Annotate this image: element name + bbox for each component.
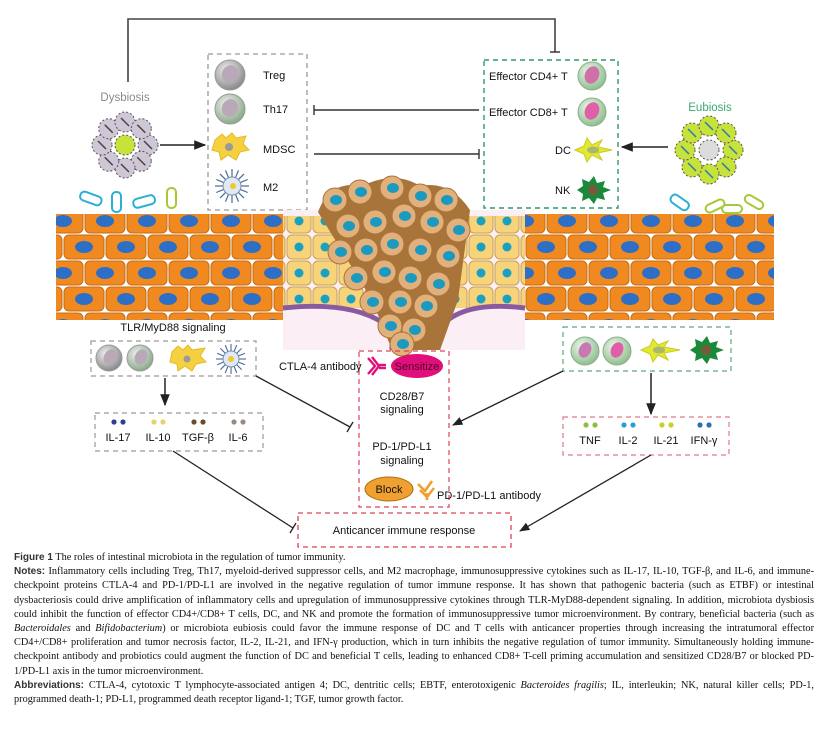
dysbiosis-label: Dysbiosis: [100, 92, 149, 104]
dysbiosis-bacteria-ring-icon: [91, 111, 159, 179]
dendritic-cell-icon: [573, 136, 613, 164]
cd4-t-cell-icon: [577, 61, 607, 91]
cd4-t-cell-icon: [570, 336, 600, 366]
cytokine-dot-icon: [668, 422, 674, 428]
suppressive-cell-label: Th17: [263, 104, 288, 116]
svg-text:Sensitize: Sensitize: [395, 361, 440, 373]
top-inhibition-connector: [127, 18, 560, 82]
pd1-antibody-icon: [417, 480, 436, 500]
suppressive-cell-label: M2: [263, 182, 278, 194]
cd28-b7-label: signaling: [380, 404, 423, 416]
effector-cell-label: NK: [555, 185, 571, 197]
cytokine-dot-icon: [231, 419, 237, 425]
svg-text:Block: Block: [376, 484, 403, 496]
caption-title: Figure 1 The roles of intestinal microbi…: [14, 552, 346, 563]
cytokine-dot-icon: [630, 422, 636, 428]
tlr-cells-box: [90, 340, 257, 377]
effector-cytokines-box: TNF IL-2 IL-21 IFN-γ: [562, 416, 730, 456]
dysbiosis-cluster: Dysbiosis: [79, 92, 207, 213]
cytokine-dot-icon: [111, 419, 117, 425]
microbiota-immunity-diagram: Dysbiosis Treg Th17 MDSC: [56, 18, 774, 548]
anticancer-response-box: Anticancer immune response: [297, 512, 512, 548]
cytokines-to-outcome-arrow: [519, 454, 652, 532]
eubiosis-cluster: Eubiosis: [620, 102, 765, 214]
mdsc-cell-icon: [169, 344, 208, 372]
tlr-myd88-label: TLR/MyD88 signaling: [120, 322, 225, 334]
cytokine-label: IL-6: [229, 432, 248, 444]
effector-to-checkpoint-arrow: [452, 370, 564, 426]
cytokine-dot-icon: [160, 419, 166, 425]
effector-cells-box: Effector CD4+ T Effector CD8+ T DC NK: [483, 59, 619, 209]
treg-cell-icon: [95, 344, 123, 372]
suppressive-cell-label: MDSC: [263, 144, 295, 156]
treg-cell-icon: [214, 59, 246, 91]
eubiosis-label: Eubiosis: [688, 102, 732, 114]
pd1-pdl1-label: PD-1/PD-L1: [372, 441, 431, 453]
cytokine-label: TNF: [579, 435, 601, 447]
m2-macrophage-icon: [215, 169, 249, 203]
cytokine-dot-icon: [621, 422, 627, 428]
ctla4-antibody-icon: [367, 356, 386, 376]
cytokine-label: IL-2: [619, 435, 638, 447]
cytokine-label: IFN-γ: [691, 435, 718, 447]
eubiosis-bacteria-ring-icon: [674, 115, 744, 185]
effector-cell-label: Effector CD8+ T: [489, 107, 568, 119]
effector-cell-label: Effector CD4+ T: [489, 71, 568, 83]
cytokine-dot-icon: [592, 422, 598, 428]
mdsc-cell-icon: [211, 132, 250, 161]
effector-suppressive-inhibition-lines: [313, 105, 480, 159]
caption-notes: Notes: Inflammatory cells including Treg…: [14, 566, 815, 677]
cd8-t-cell-icon: [602, 336, 632, 366]
cytokine-dot-icon: [706, 422, 712, 428]
suppressive-cell-label: Treg: [263, 70, 285, 82]
tlr-checkpoint-inhibition: [255, 375, 354, 433]
anticancer-response-label: Anticancer immune response: [333, 525, 475, 537]
intestinal-epithelium: [56, 214, 774, 320]
cytokine-dot-icon: [120, 419, 126, 425]
block-badge: Block: [364, 476, 414, 502]
effector-tissue-cells-box: [562, 326, 732, 372]
cytokine-dot-icon: [583, 422, 589, 428]
cytokine-dot-icon: [200, 419, 206, 425]
pd1-antibody-label: PD-1/PD-L1 antibody: [437, 490, 541, 502]
nk-cell-icon: [577, 176, 611, 204]
checkpoint-signaling-box: CTLA-4 antibody Sensitize CD28/B7 signal…: [279, 350, 541, 508]
suppressive-cells-box: Treg Th17 MDSC M2: [207, 53, 308, 211]
th17-cell-icon: [126, 344, 154, 372]
pathogenic-bacteria-icon: [79, 187, 177, 213]
pd1-pdl1-label: signaling: [380, 455, 423, 467]
cytokine-dot-icon: [697, 422, 703, 428]
beneficial-bacteria-icon: [669, 193, 765, 214]
th17-cell-icon: [214, 93, 246, 125]
figure-caption: Figure 1 The roles of intestinal microbi…: [14, 551, 814, 707]
cytokine-dot-icon: [240, 419, 246, 425]
ctla4-antibody-label: CTLA-4 antibody: [279, 361, 362, 373]
cytokine-dot-icon: [191, 419, 197, 425]
dendritic-cell-icon: [639, 338, 681, 364]
cytokine-dot-icon: [659, 422, 665, 428]
effector-cell-label: DC: [555, 145, 571, 157]
cytokine-label: IL-17: [105, 432, 130, 444]
cytokine-label: TGF-β: [182, 432, 214, 444]
m2-macrophage-icon: [216, 344, 246, 374]
tumor-tissue: [282, 175, 526, 357]
nk-cell-icon: [690, 336, 724, 364]
cytokine-label: IL-10: [145, 432, 170, 444]
cd8-t-cell-icon: [577, 97, 607, 127]
cytokine-outcome-inhibition: [172, 450, 297, 534]
cd28-b7-label: CD28/B7: [380, 391, 425, 403]
cytokine-dot-icon: [151, 419, 157, 425]
caption-abbreviations: Abbreviations: CTLA-4, cytotoxic T lymph…: [14, 679, 815, 706]
sensitize-badge: Sensitize: [391, 354, 443, 378]
cytokine-label: IL-21: [653, 435, 678, 447]
suppressive-cytokines-box: IL-17 IL-10 TGF-β IL-6: [94, 412, 264, 452]
